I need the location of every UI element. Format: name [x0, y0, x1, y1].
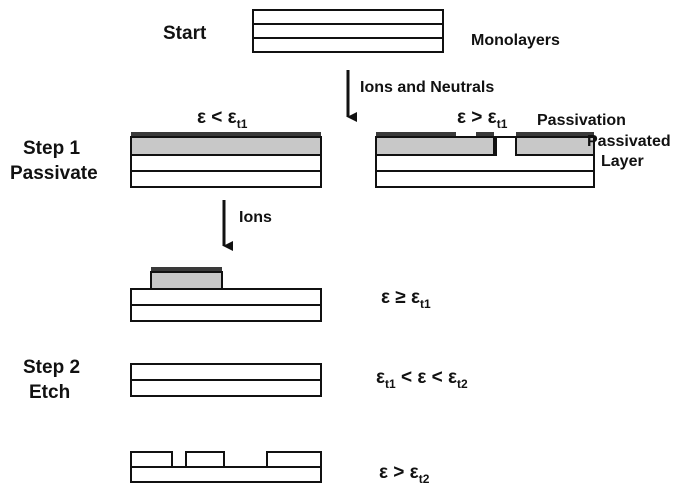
- passivation-label: Passivation: [537, 112, 626, 129]
- step1-left-stack: [130, 132, 322, 188]
- step2-stack-a: [130, 267, 322, 322]
- step1-left-condition: ε < εt1: [197, 107, 248, 131]
- step2-stack-b: [130, 363, 322, 397]
- step2-condition-c: ε > εt2: [379, 462, 430, 486]
- step1-right-stack: [375, 132, 595, 188]
- step2-stack-c: [130, 451, 322, 483]
- ions-neutrals-label: Ions and Neutrals: [360, 79, 494, 96]
- monolayers-label: Monolayers: [471, 32, 560, 49]
- layer-label: Layer: [601, 153, 644, 170]
- step2-title: Step 2: [23, 357, 80, 378]
- ions-label: Ions: [239, 209, 272, 226]
- step1-subtitle: Passivate: [10, 163, 98, 184]
- step1-right-condition: ε > εt1: [457, 107, 508, 131]
- step2-condition-a: ε ≥ εt1: [381, 287, 431, 311]
- step2-subtitle: Etch: [29, 382, 70, 403]
- passivated-label: Passivated: [587, 133, 671, 150]
- step1-title: Step 1: [23, 138, 80, 159]
- start-label: Start: [163, 23, 207, 44]
- step2-condition-b: εt1 < ε < εt2: [376, 367, 468, 391]
- start-monolayer-stack: [252, 9, 444, 53]
